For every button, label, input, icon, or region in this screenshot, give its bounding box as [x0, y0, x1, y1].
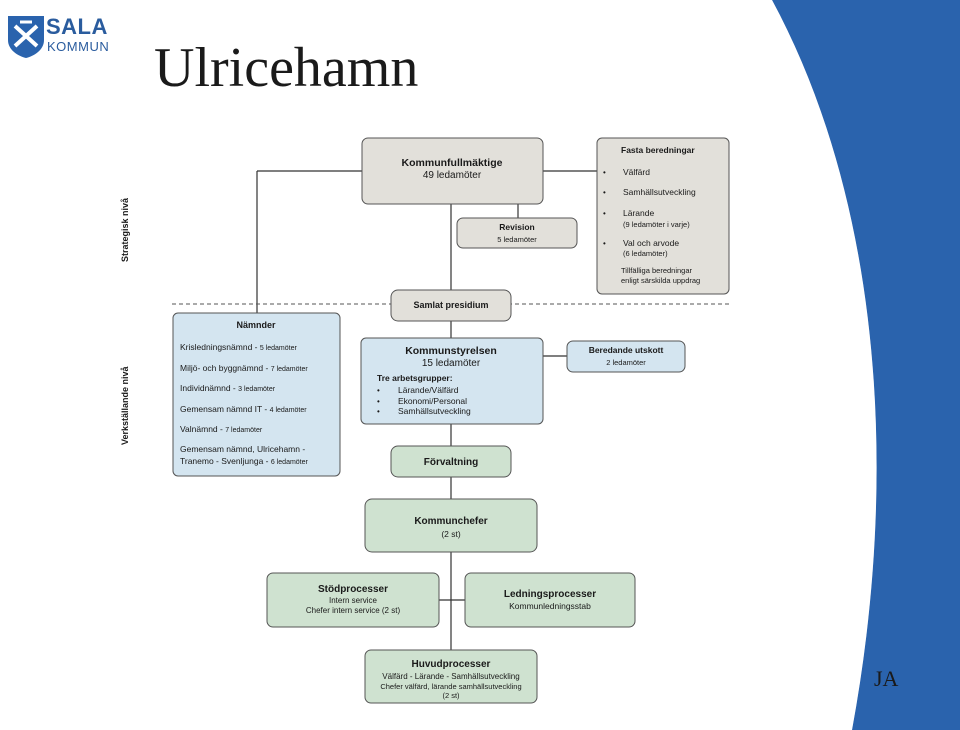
fasta-item-3: Val och arvode	[623, 238, 679, 248]
box-kommunchefer: Kommunchefer (2 st)	[364, 498, 538, 553]
namnd-members: 7 ledamöter	[271, 366, 309, 373]
namnd-name: Valnämnd -	[180, 424, 223, 434]
box-title: Revision	[499, 222, 534, 232]
bullet: •	[603, 168, 606, 177]
fasta-footer-2: enligt särskilda uppdrag	[621, 276, 700, 285]
level-label-executive: Verkställande nivå	[120, 365, 130, 445]
group-item-0: Lärande/Välfärd	[398, 385, 459, 395]
sala-kommun-logo: SALA KOMMUN	[6, 14, 116, 60]
box-beredande-utskott: Beredande utskott 2 ledamöter	[566, 340, 686, 373]
box-title: Beredande utskott	[589, 345, 664, 355]
level-label-strategic: Strategisk nivå	[120, 197, 130, 262]
namnd-item-1: Miljö- och byggnämnd - 7 ledamöter	[180, 363, 308, 373]
fasta-item-0: Välfärd	[623, 167, 650, 177]
namnd-name: Krisledningsnämnd -	[180, 342, 258, 352]
bullet: •	[603, 209, 606, 218]
box-title: Samlat presidium	[413, 300, 488, 310]
namnd-item-4: Valnämnd - 7 ledamöter	[180, 424, 263, 434]
namnd-item-5-line2: Tranemo - Svenljunga - 6 ledamöter	[180, 456, 309, 466]
box-sub-3: (2 st)	[442, 691, 460, 700]
box-title: Ledningsprocesser	[504, 589, 596, 600]
bullet: •	[603, 188, 606, 197]
namnd-item-2: Individnämnd - 3 ledamöter	[180, 383, 276, 393]
box-revision: Revision 5 ledamöter	[456, 217, 578, 249]
logo-text-sala: SALA	[46, 14, 108, 39]
box-samlat-presidium: Samlat presidium	[390, 289, 512, 322]
box-huvudprocesser: Huvudprocesser Välfärd - Lärande - Samhä…	[364, 649, 538, 704]
namnd-item-0: Krisledningsnämnd - 5 ledamöter	[180, 342, 297, 352]
slide-title: Ulricehamn	[154, 37, 419, 99]
namnd-members: 5 ledamöter	[260, 345, 298, 352]
namnd-item-5-line1: Gemensam nämnd, Ulricehamn -	[180, 444, 305, 454]
namnd-members: 6 ledamöter	[271, 459, 309, 466]
logo-text-kommun: KOMMUN	[47, 39, 110, 54]
groups-title: Tre arbetsgrupper:	[377, 373, 453, 383]
box-stodprocesser: Stödprocesser Intern service Chefer inte…	[266, 572, 440, 628]
fasta-item-2-note: (9 ledamöter i varje)	[623, 220, 690, 229]
box-namnder: Nämnder Krisledningsnämnd - 5 ledamöter …	[172, 312, 341, 477]
box-forvaltning: Förvaltning	[390, 445, 512, 478]
group-item-1: Ekonomi/Personal	[398, 396, 467, 406]
author-initials: JA	[874, 666, 899, 691]
box-sub-2: Chefer intern service (2 st)	[306, 606, 401, 615]
box-sub-2: Chefer välfärd, lärande samhällsutveckli…	[380, 682, 521, 691]
namnd-members: 7 ledamöter	[225, 427, 263, 434]
box-title: Nämnder	[236, 320, 276, 330]
connector-lines	[256, 170, 597, 650]
bullet: •	[377, 397, 380, 406]
namnd-members: 4 ledamöter	[270, 407, 308, 414]
namnd-item-3: Gemensam nämnd IT - 4 ledamöter	[180, 404, 307, 414]
box-title: Kommunfullmäktige	[402, 157, 503, 169]
fasta-item-3-note: (6 ledamöter)	[623, 249, 668, 258]
box-sub: 5 ledamöter	[497, 235, 537, 244]
namnd-name: Miljö- och byggnämnd -	[180, 363, 269, 373]
bullet: •	[377, 386, 380, 395]
box-sub: 2 ledamöter	[606, 358, 646, 367]
namnd-name: Individnämnd -	[180, 383, 236, 393]
box-ledningsprocesser: Ledningsprocesser Kommunledningsstab	[464, 572, 636, 628]
box-sub-1: Intern service	[329, 596, 378, 605]
bullet: •	[377, 407, 380, 416]
shield-icon	[8, 16, 44, 58]
box-title: Fasta beredningar	[621, 145, 695, 155]
box-sub: (2 st)	[441, 529, 461, 539]
box-kommunfullmaktige: Kommunfullmäktige 49 ledamöter	[361, 137, 544, 205]
namnd-name: Tranemo - Svenljunga -	[180, 456, 269, 466]
fasta-footer-1: Tillfälliga beredningar	[621, 266, 693, 275]
box-sub-1: Välfärd - Lärande - Samhällsutveckling	[382, 672, 519, 681]
bullet: •	[603, 239, 606, 248]
box-title: Kommunchefer	[414, 516, 487, 527]
namnd-name: Gemensam nämnd IT -	[180, 404, 267, 414]
box-kommunstyrelsen: Kommunstyrelsen 15 ledamöter Tre arbetsg…	[360, 337, 544, 425]
box-sub: 15 ledamöter	[422, 358, 481, 369]
box-title: Kommunstyrelsen	[405, 345, 497, 357]
namnd-members: 3 ledamöter	[238, 386, 276, 393]
box-title: Stödprocesser	[318, 584, 388, 595]
fasta-item-2: Lärande	[623, 208, 654, 218]
box-sub: 49 ledamöter	[423, 170, 482, 181]
box-sub-1: Kommunledningsstab	[509, 601, 591, 611]
box-title: Huvudprocesser	[412, 659, 491, 670]
group-item-2: Samhällsutveckling	[398, 406, 471, 416]
fasta-item-1: Samhällsutveckling	[623, 187, 696, 197]
box-title: Förvaltning	[424, 457, 478, 468]
box-fasta-beredningar: Fasta beredningar • Välfärd • Samhällsut…	[596, 137, 730, 295]
